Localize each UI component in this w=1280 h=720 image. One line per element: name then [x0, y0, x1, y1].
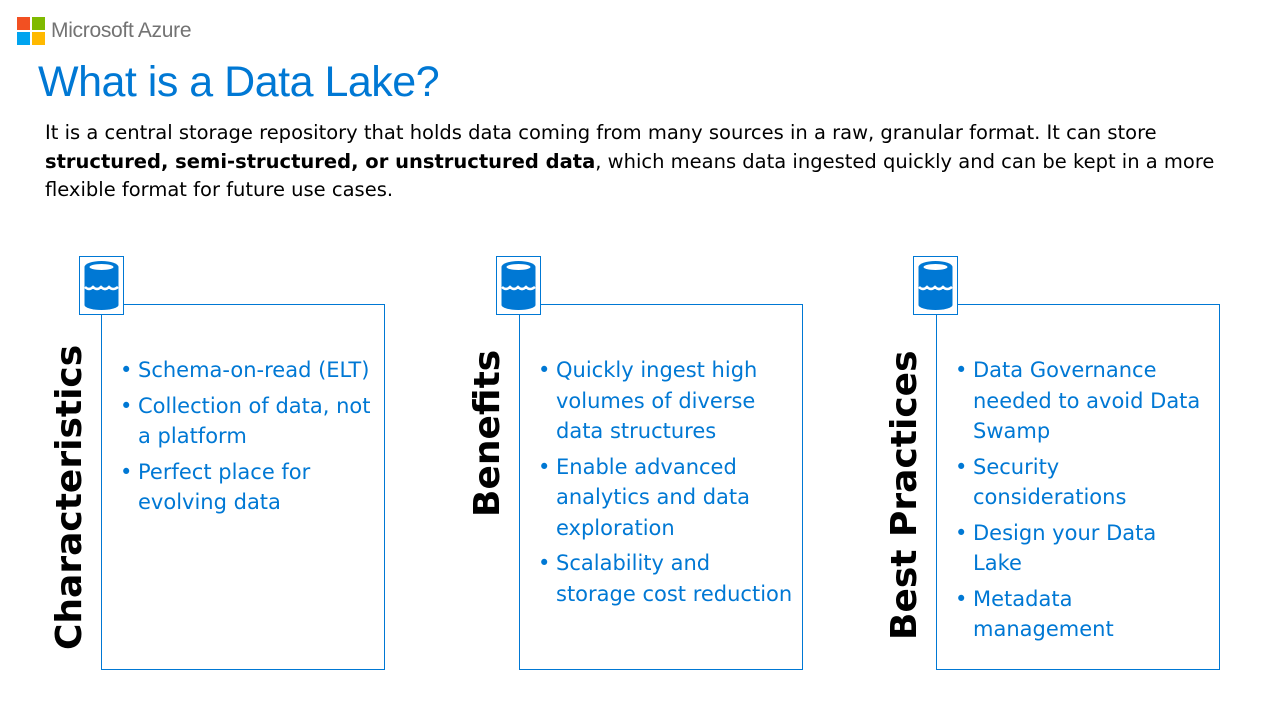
bullet-list: Quickly ingest high volumes of diverse d…	[538, 355, 794, 614]
intro-bold-text: structured, semi-structured, or unstruct…	[45, 149, 596, 173]
list-item: Data Governance needed to avoid Data Swa…	[955, 355, 1211, 447]
list-item: Quickly ingest high volumes of diverse d…	[538, 355, 794, 447]
microsoft-logo-icon	[17, 17, 45, 45]
page-title: What is a Data Lake?	[38, 58, 440, 106]
list-item: Metadata management	[955, 584, 1211, 645]
list-item: Security considerations	[955, 452, 1211, 513]
bullet-list: Data Governance needed to avoid Data Swa…	[955, 355, 1211, 650]
list-item: Enable advanced analytics and data explo…	[538, 452, 794, 544]
section-label-characteristics: Characteristics	[49, 344, 90, 650]
section-card-benefits: Quickly ingest high volumes of diverse d…	[519, 304, 803, 670]
section-label-benefits: Benefits	[467, 350, 508, 518]
list-item: Scalability and storage cost reduction	[538, 548, 794, 609]
list-item: Design your Data Lake	[955, 518, 1211, 579]
data-lake-icon	[496, 256, 541, 315]
bullet-list: Schema-on-read (ELT) Collection of data,…	[120, 355, 376, 523]
list-item: Schema-on-read (ELT)	[120, 355, 376, 386]
section-card-characteristics: Schema-on-read (ELT) Collection of data,…	[101, 304, 385, 670]
intro-text-end: , which means data ingested quickly and …	[45, 149, 1215, 202]
data-lake-icon	[913, 256, 958, 315]
brand-name: Microsoft Azure	[51, 19, 192, 42]
intro-paragraph: It is a central storage repository that …	[45, 119, 1245, 205]
microsoft-azure-logo: Microsoft Azure	[17, 17, 192, 45]
section-label-best-practices: Best Practices	[884, 350, 925, 640]
list-item: Collection of data, not a platform	[120, 391, 376, 452]
intro-text: It is a central storage repository that …	[45, 121, 1157, 144]
data-lake-icon	[79, 256, 124, 315]
section-card-best-practices: Data Governance needed to avoid Data Swa…	[936, 304, 1220, 670]
list-item: Perfect place for evolving data	[120, 457, 376, 518]
